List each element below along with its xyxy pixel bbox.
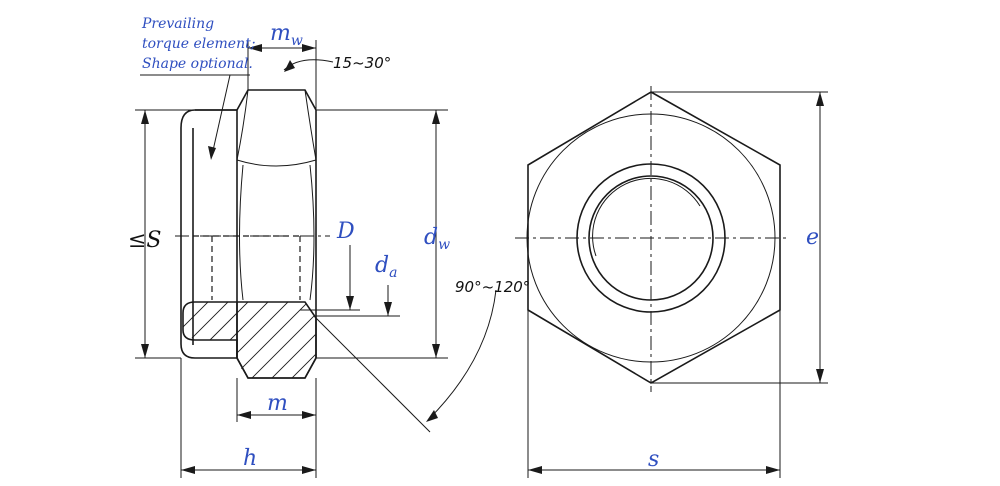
label-e: e — [806, 225, 819, 250]
label-D: D — [336, 219, 355, 244]
nut-body-outline — [236, 89, 317, 379]
body-chamfer-top — [236, 159, 317, 167]
note-line-2: torque element; — [142, 36, 255, 52]
side-dimensions — [140, 44, 497, 474]
label-h: h — [243, 446, 257, 471]
label-dw: dw — [424, 225, 450, 253]
body-flat-curve — [239, 164, 315, 301]
label-m: m — [267, 391, 288, 416]
top-view — [515, 86, 828, 478]
angle-side-arc — [427, 289, 497, 421]
label-s-left: ≤S — [128, 228, 162, 253]
side-view — [135, 40, 448, 478]
angle-side-leader — [315, 317, 431, 433]
label-s: s — [648, 447, 659, 472]
label-angle-top: 15~30° — [333, 54, 391, 72]
note-line-1: Prevailing — [141, 16, 214, 32]
label-da: da — [375, 253, 397, 281]
section-outline — [182, 301, 317, 379]
label-angle-side: 90°~120° — [455, 278, 530, 296]
label-mw: mw — [270, 21, 303, 49]
thread-partial-arc — [592, 177, 701, 257]
body-chamfer-top-inner — [236, 89, 317, 161]
note-leader — [211, 74, 231, 156]
note-line-3: Shape optional. — [142, 56, 253, 72]
